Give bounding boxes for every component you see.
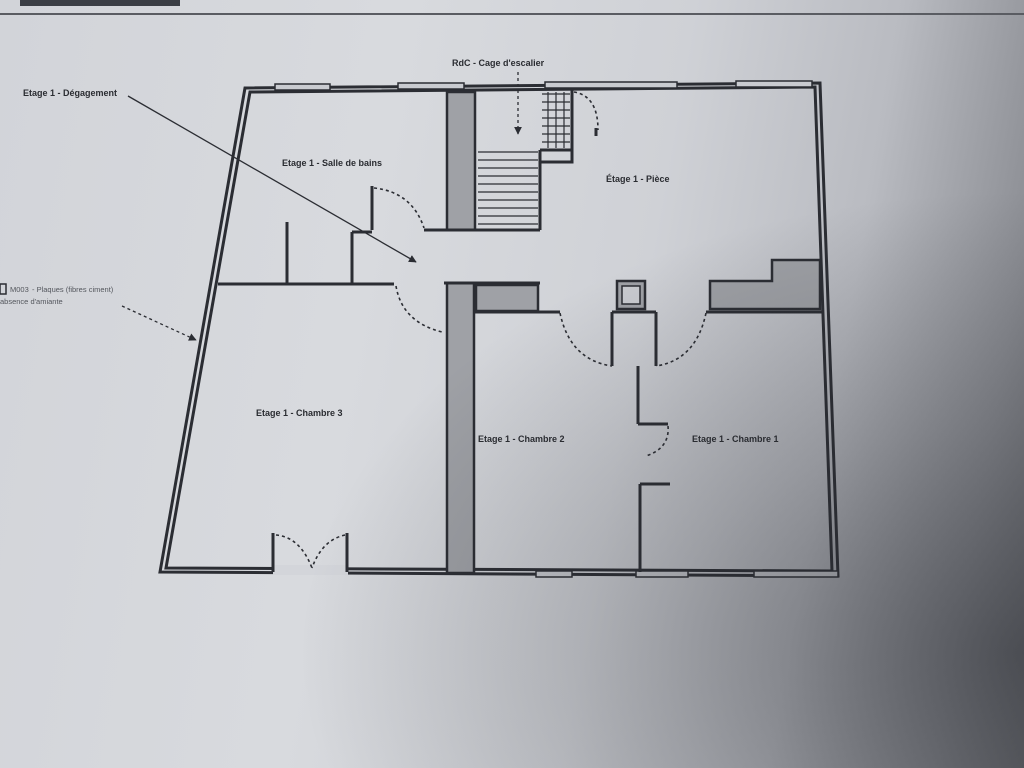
label-degagement: Etage 1 - Dégagement bbox=[23, 88, 117, 98]
note-checkbox-icon bbox=[0, 283, 7, 295]
leader-note bbox=[121, 305, 197, 341]
material-note: M003 - Plaques (fibres ciment) absence d… bbox=[0, 283, 114, 306]
label-chambre3: Etage 1 - Chambre 3 bbox=[256, 408, 343, 418]
note-subtext: absence d'amiante bbox=[0, 297, 63, 306]
stair-core bbox=[424, 90, 599, 232]
bathroom-walls bbox=[218, 186, 425, 286]
label-salle-de-bains: Etage 1 - Salle de bains bbox=[282, 158, 382, 168]
leader-degagement bbox=[127, 95, 417, 263]
chambre3-door-swing bbox=[395, 285, 443, 333]
label-chambre2: Etage 1 - Chambre 2 bbox=[478, 434, 565, 444]
binder-edge bbox=[20, 0, 180, 6]
chambre3-exterior-door bbox=[271, 533, 349, 575]
bedroom-partitions bbox=[559, 258, 822, 572]
note-code: M003 bbox=[10, 285, 29, 294]
outer-walls bbox=[158, 80, 840, 578]
corridor-wall bbox=[444, 281, 560, 575]
label-piece: Étage 1 - Pièce bbox=[606, 174, 670, 184]
note-text: - Plaques (fibres ciment) bbox=[32, 285, 114, 294]
label-cage-escalier: RdC - Cage d'escalier bbox=[452, 58, 545, 68]
label-chambre1: Etage 1 - Chambre 1 bbox=[692, 434, 779, 444]
